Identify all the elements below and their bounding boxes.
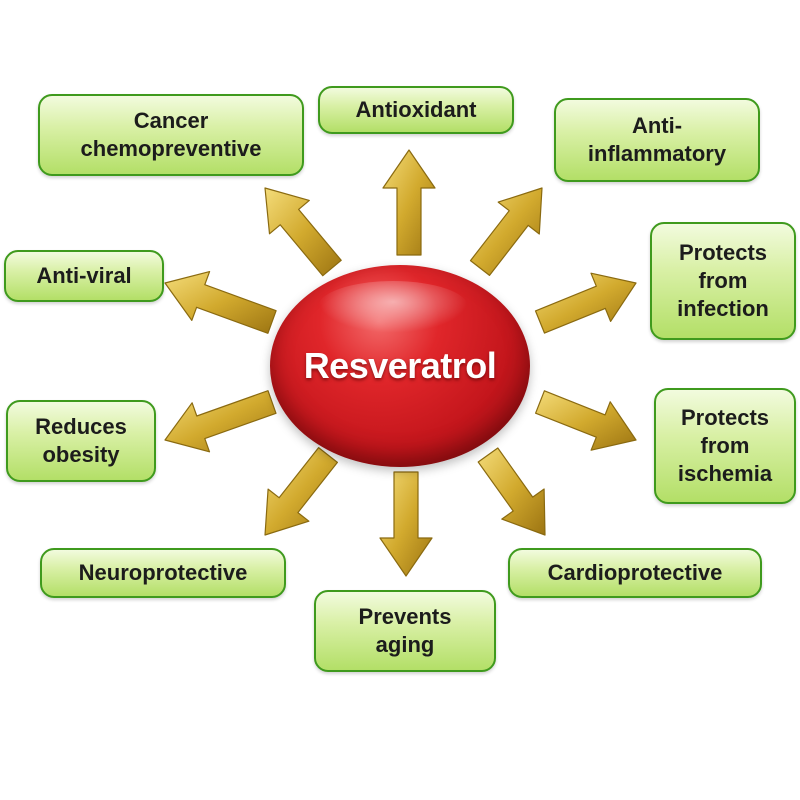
effect-box-prevents-aging: Prevents aging (314, 590, 496, 672)
effect-box-anti-viral: Anti-viral (4, 250, 164, 302)
effect-label: Cancer chemopreventive (80, 107, 262, 161)
arrow-down-icon (379, 471, 433, 577)
arrow-down-left-icon (264, 447, 338, 536)
effect-box-cardioprotective: Cardioprotective (508, 548, 762, 598)
arrow-left-up-icon (164, 271, 277, 334)
effect-box-reduces-obesity: Reduces obesity (6, 400, 156, 482)
effect-box-neuroprotective: Neuroprotective (40, 548, 286, 598)
effect-box-anti-inflammatory: Anti- inflammatory (554, 98, 760, 182)
effect-label: Anti-viral (36, 262, 132, 288)
effect-box-protects-from-infection: Protects from infection (650, 222, 796, 340)
effect-label: Cardioprotective (547, 559, 723, 585)
arrow-down-right-icon (477, 447, 546, 536)
arrow-up-right-icon (469, 187, 543, 276)
effect-label: Protects from ischemia (677, 404, 773, 487)
arrow-left-down-icon (164, 390, 277, 453)
arrow-right-down-icon (534, 390, 637, 451)
effect-label: Protects from infection (677, 239, 769, 322)
arrow-right-up-icon (534, 272, 637, 334)
effect-box-antioxidant: Antioxidant (318, 86, 514, 134)
effect-label: Reduces obesity (35, 413, 127, 467)
arrow-up-icon (382, 149, 436, 256)
effect-label: Anti- inflammatory (587, 112, 727, 166)
effect-label: Antioxidant (355, 96, 477, 122)
effect-label: Prevents aging (358, 603, 452, 657)
center-label: Resveratrol (303, 345, 497, 386)
resveratrol-center: Resveratrol (270, 265, 530, 467)
effect-box-protects-from-ischemia: Protects from ischemia (654, 388, 796, 504)
effect-label: Neuroprotective (78, 559, 248, 585)
arrow-up-left-icon (264, 187, 342, 277)
effect-box-cancer-chemopreventive: Cancer chemopreventive (38, 94, 304, 176)
